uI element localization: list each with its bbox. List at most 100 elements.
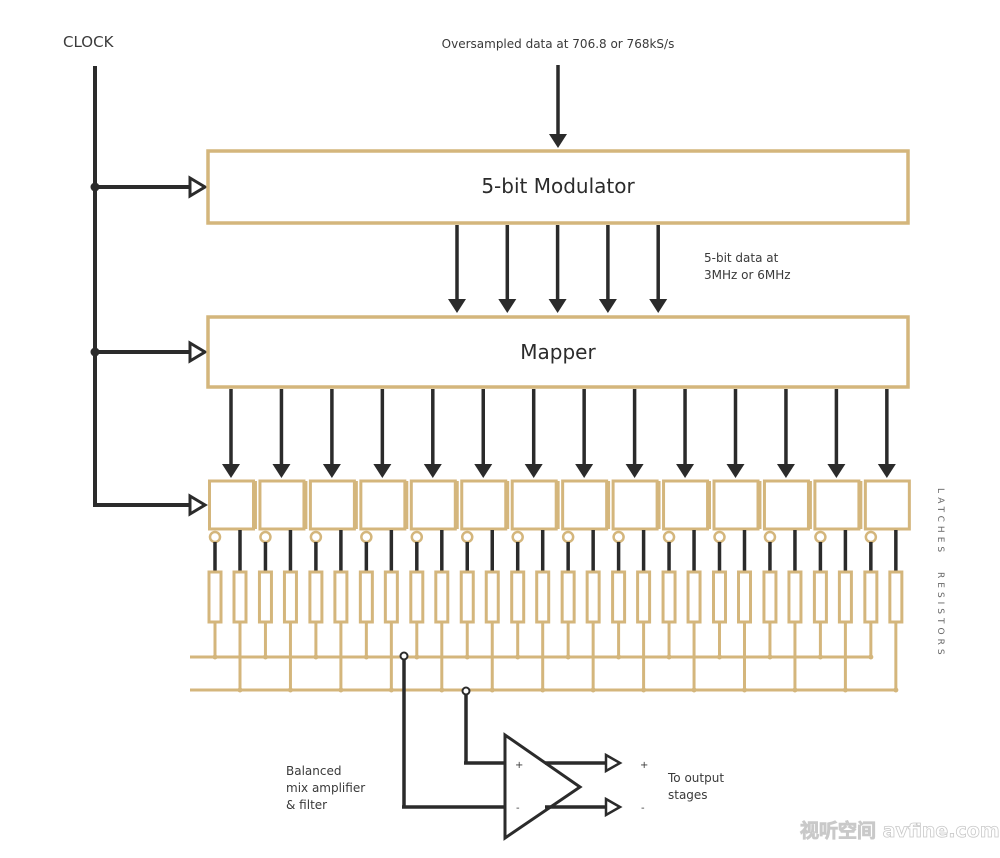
resistor-body [510,570,526,624]
modulator-output-arrow [448,225,466,313]
amplifier-label-line1: Balanced [286,764,341,778]
clock-arrow-mapper-icon [188,340,208,364]
resistor-body [434,570,450,624]
mapper-output-arrow [524,389,543,478]
resistor [611,570,627,660]
amp-minus-input: - [516,803,520,814]
mapper-output-arrow [877,389,896,478]
bus-tap-minus [399,651,409,661]
resistor [535,570,551,693]
resistor-body [333,570,349,624]
resistor [636,570,652,693]
amplifier-label-line2: mix amplifier [286,781,365,795]
inverting-output-bubble [461,530,474,544]
resistor-body [762,570,778,624]
resistor [409,570,425,660]
resistor [888,570,904,693]
resistor [737,570,752,693]
modulator-output-arrow [598,225,617,313]
latch [859,479,911,572]
resistor [661,570,677,660]
clock-arrow-latches-icon [188,493,208,517]
inverting-output-bubble [864,530,878,544]
resistor-body [358,570,374,624]
resistor-body [837,570,853,624]
inverting-output-bubble [814,530,827,544]
latch-box [359,479,407,531]
latch-box [762,479,810,531]
clock-label: CLOCK [63,33,115,51]
latch-box [510,479,558,531]
resistor-body [232,570,248,624]
mapper-output-arrows [222,389,896,478]
resistor-body [484,570,500,624]
resistor [863,570,879,660]
modulator-output-arrow [498,225,517,313]
resistor-body [863,570,879,624]
mapper-output-arrow [222,389,240,478]
resistor-body [636,570,652,624]
resistor-body [257,570,273,624]
resistor-body [611,570,627,624]
latch [253,479,306,572]
latch-box [308,479,356,531]
latch-box [813,479,861,531]
resistor [585,570,601,693]
resistor-body [737,570,752,624]
inverting-output-bubble [259,530,272,544]
mapper-output-arrow [272,389,291,478]
resistor-body [207,570,223,624]
inverting-output-bubble [612,530,625,544]
modulator-output-arrow [548,225,567,313]
mapper-output-arrow [726,389,745,478]
mapper-output-arrow [322,389,341,478]
latch-box [863,479,911,531]
mapper-output-arrow [776,389,795,478]
latch [506,479,558,572]
resistor [837,570,853,693]
resistor [232,570,248,693]
mapper-output-arrow [575,389,594,478]
output-label-line1: To output [667,771,724,785]
output-plus-arrow-icon [604,752,623,774]
inverting-output-bubble [410,530,424,544]
mapper-output-arrow [625,389,644,478]
modulator-output-label-line1: 5-bit data at [704,251,779,265]
op-amp-triangle-icon [503,732,583,841]
resistor-body [812,570,828,624]
inverting-output-bubble [360,530,373,544]
latch-box [712,479,760,531]
output-minus-arrow-icon [604,796,623,818]
resistor-body [282,570,298,624]
resistor [383,570,399,693]
resistor [484,570,500,693]
mapper-output-arrow [676,389,695,478]
modulator-output-arrow [649,225,668,313]
resistor [207,570,223,660]
mapper-output-arrow [423,389,442,478]
resistor [712,570,727,660]
resistor-body [888,570,904,624]
inverting-output-bubble [713,530,726,544]
balanced-amplifier: + - + - [503,732,648,841]
resistor-body [308,570,324,624]
resistor-array [190,570,904,693]
resistor [308,570,324,660]
mapper-label: Mapper [520,340,596,364]
latch-box [460,479,508,531]
modulator-block [206,149,910,225]
latch [354,479,407,572]
resistor-body [585,570,601,624]
latch-box [611,479,659,531]
latch [405,479,457,572]
mapper-block [206,315,910,389]
latch [607,479,659,572]
bus-tap-plus [461,686,471,696]
latch [758,479,810,572]
latches-label: LATCHES [935,488,945,556]
latch [304,479,356,572]
latch [657,479,710,572]
watermark: 视听空间 avfine.com [800,819,1000,842]
latch [208,479,255,572]
latch-box [208,479,255,531]
